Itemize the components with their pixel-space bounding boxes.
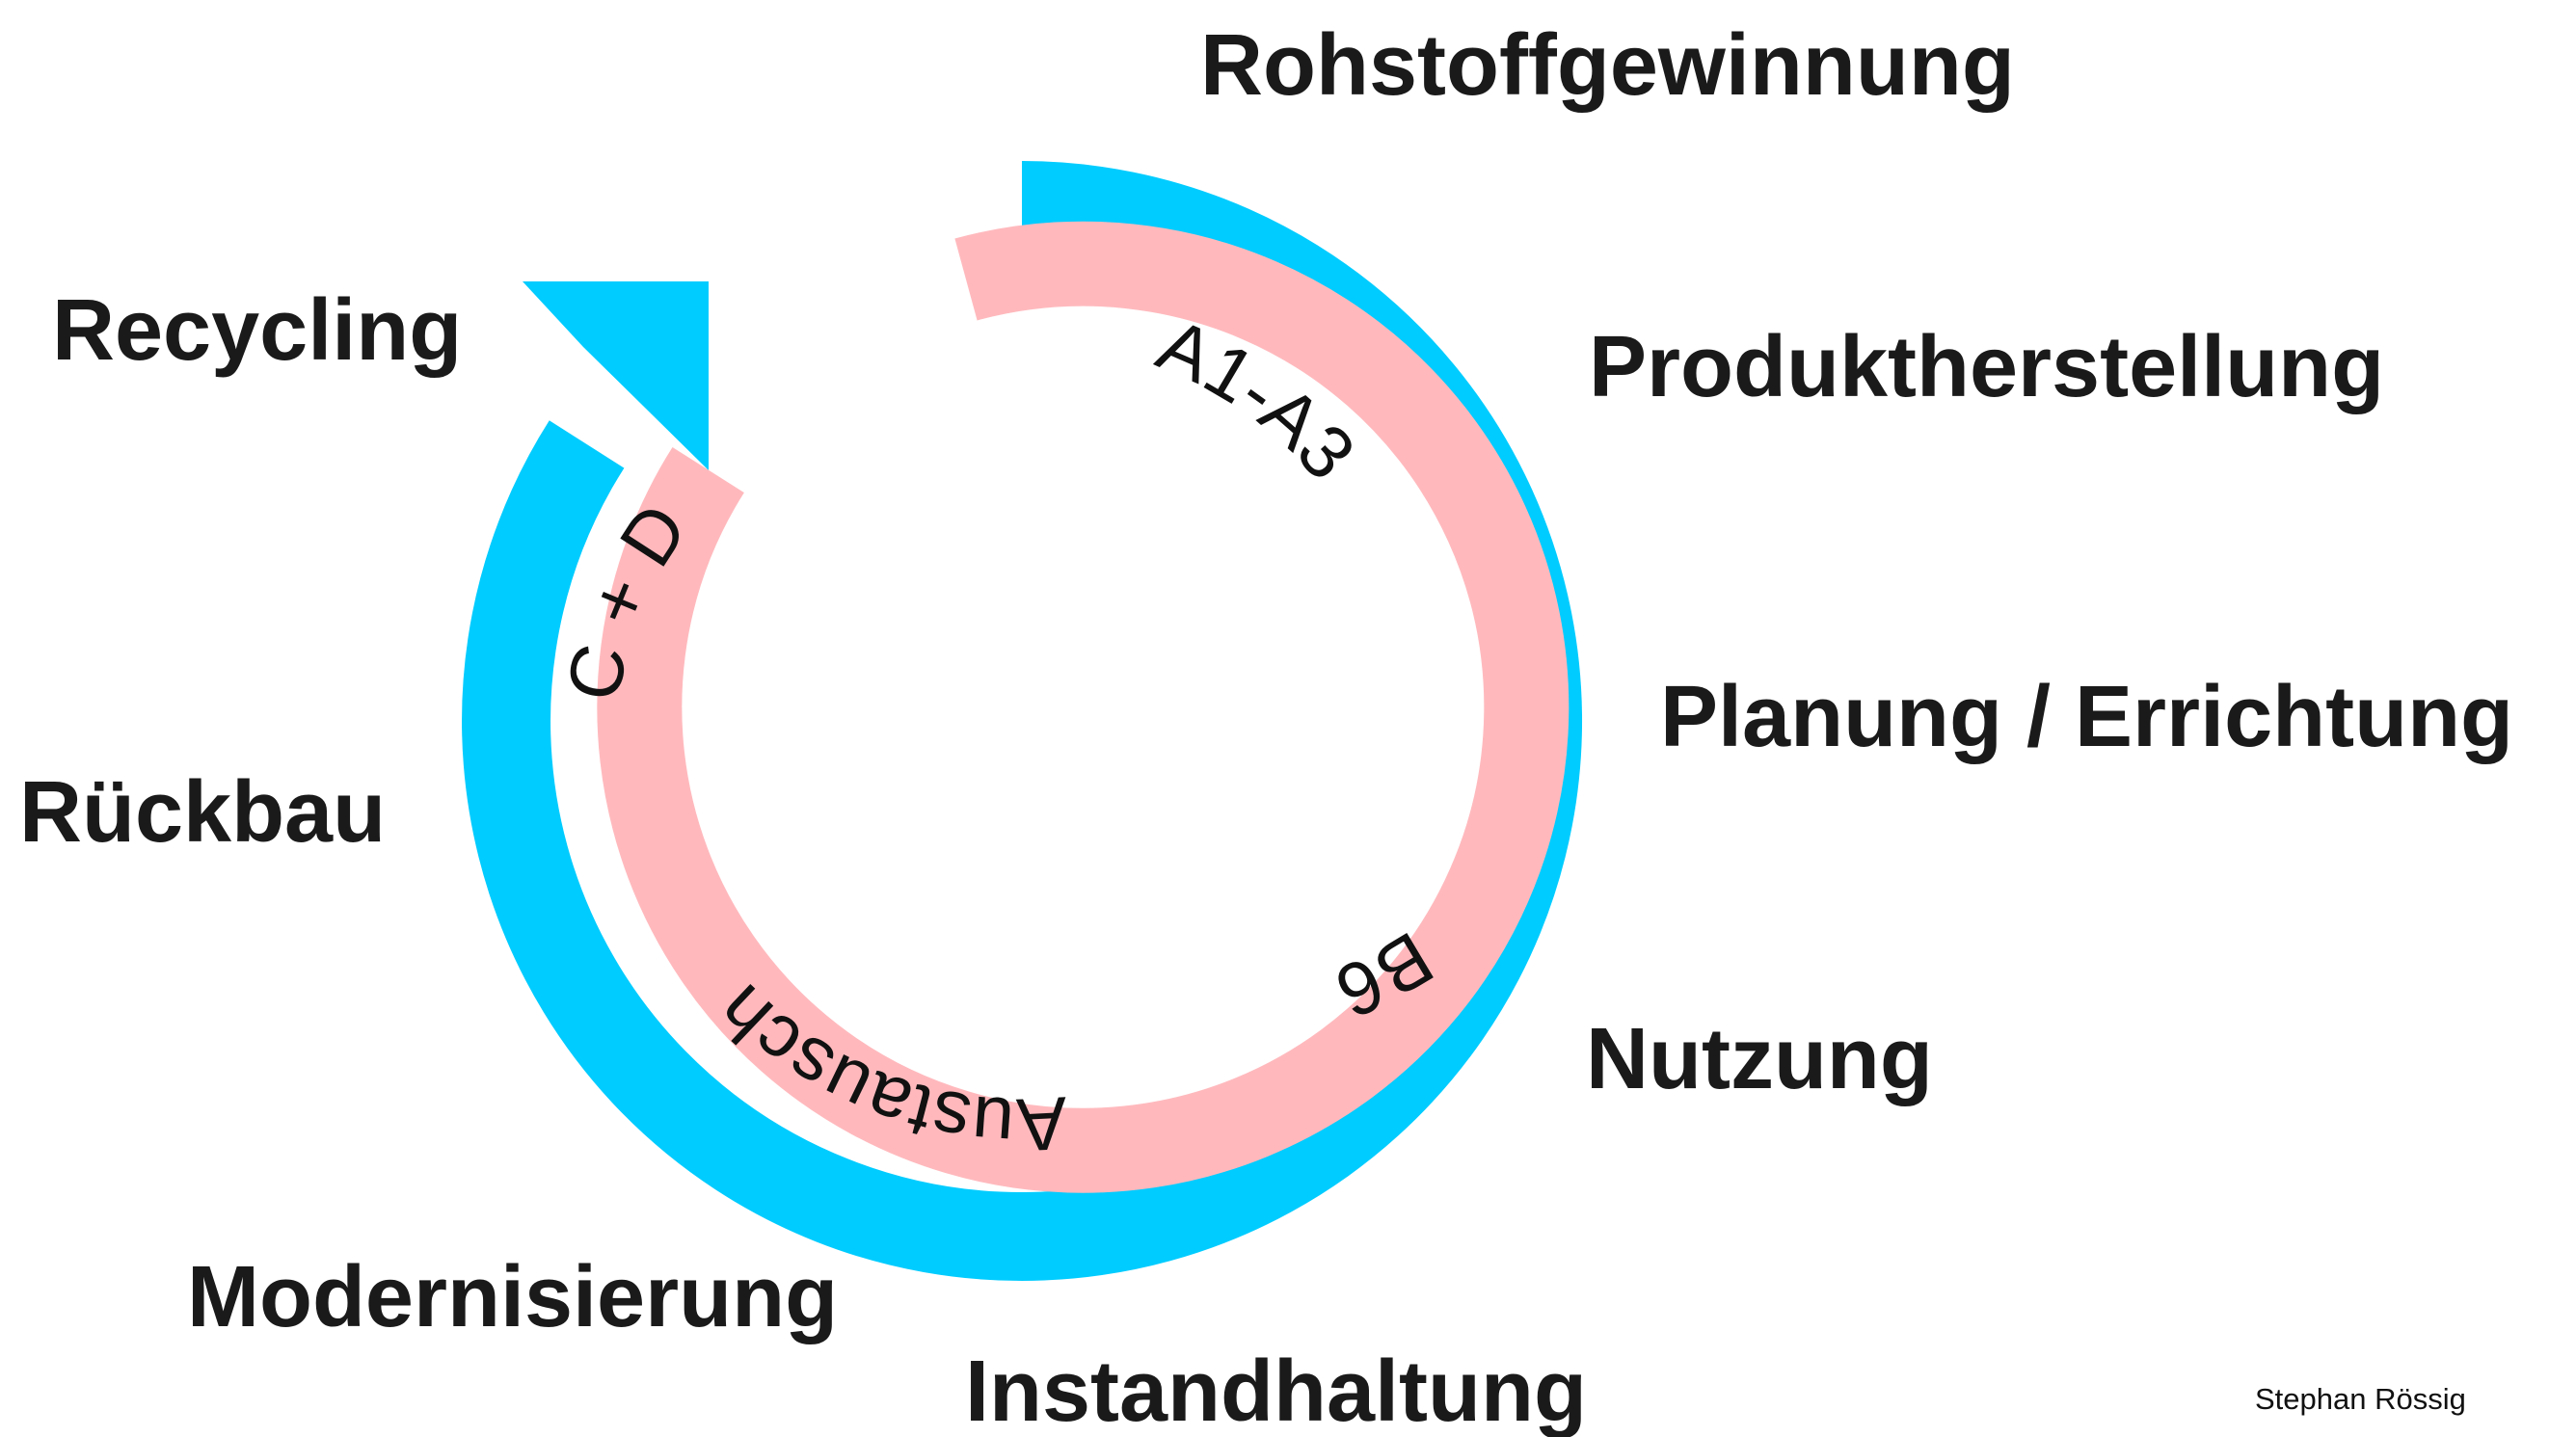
phase-label-rueckbau: Rückbau xyxy=(19,764,386,861)
phase-label-modernisierung: Modernisierung xyxy=(187,1249,838,1345)
author-credit: Stephan Rössig xyxy=(2255,1382,2466,1416)
phase-label-recycling: Recycling xyxy=(52,282,462,379)
phase-label-rohstoffgewinnung: Rohstoffgewinnung xyxy=(1200,17,2015,114)
phase-label-nutzung: Nutzung xyxy=(1586,1011,1933,1107)
phase-label-instandhaltung: Instandhaltung xyxy=(965,1344,1587,1437)
phase-label-produktherstellung: Produktherstellung xyxy=(1589,319,2384,415)
cycle-arrowhead xyxy=(523,281,709,470)
inner-module-arc xyxy=(597,221,1570,1193)
phase-label-planung-errichtung: Planung / Errichtung xyxy=(1660,669,2513,765)
